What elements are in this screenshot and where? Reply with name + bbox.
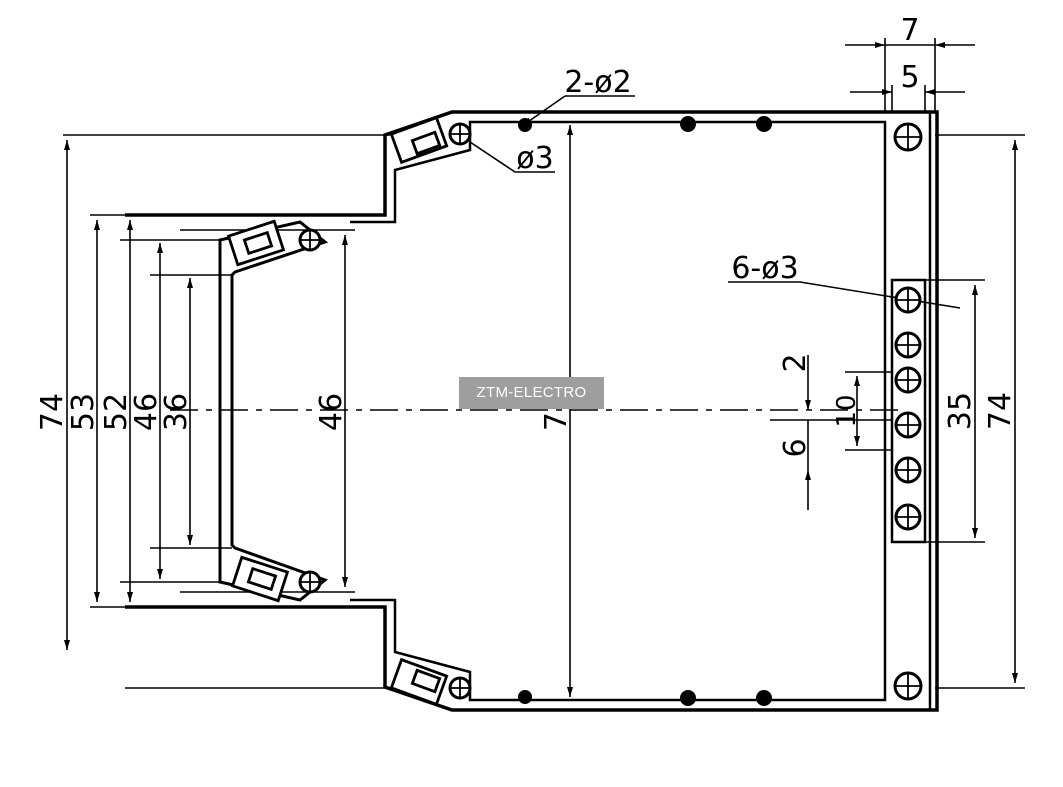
label-6-phi3: 6-ø3 xyxy=(731,251,798,286)
dim-2: 2 xyxy=(778,353,813,372)
dim-36: 36 xyxy=(159,393,194,431)
latch-clips xyxy=(226,115,449,707)
housing-outline xyxy=(125,110,939,712)
dim-5: 5 xyxy=(900,60,919,95)
dim-74-right: 74 xyxy=(983,392,1018,430)
hole-crosshairs xyxy=(299,123,922,700)
label-2-phi2: 2-ø2 xyxy=(564,65,631,100)
dim-52: 52 xyxy=(99,393,134,431)
holes xyxy=(298,122,923,701)
dim-46-left: 46 xyxy=(129,393,164,431)
dim-7: 7 xyxy=(900,13,919,48)
dim-74-left: 74 xyxy=(35,393,70,431)
dim-35: 35 xyxy=(943,392,978,430)
rivets xyxy=(518,116,772,706)
watermark-label: ZTM-ELECTRO xyxy=(459,377,604,409)
dimension-lines xyxy=(64,42,1018,697)
dim-46-center: 46 xyxy=(314,393,349,431)
dim-10: 10 xyxy=(832,394,862,427)
dim-6: 6 xyxy=(778,438,813,457)
dim-53: 53 xyxy=(66,393,101,431)
label-phi3: ø3 xyxy=(516,141,553,176)
extension-lines xyxy=(63,38,1025,689)
